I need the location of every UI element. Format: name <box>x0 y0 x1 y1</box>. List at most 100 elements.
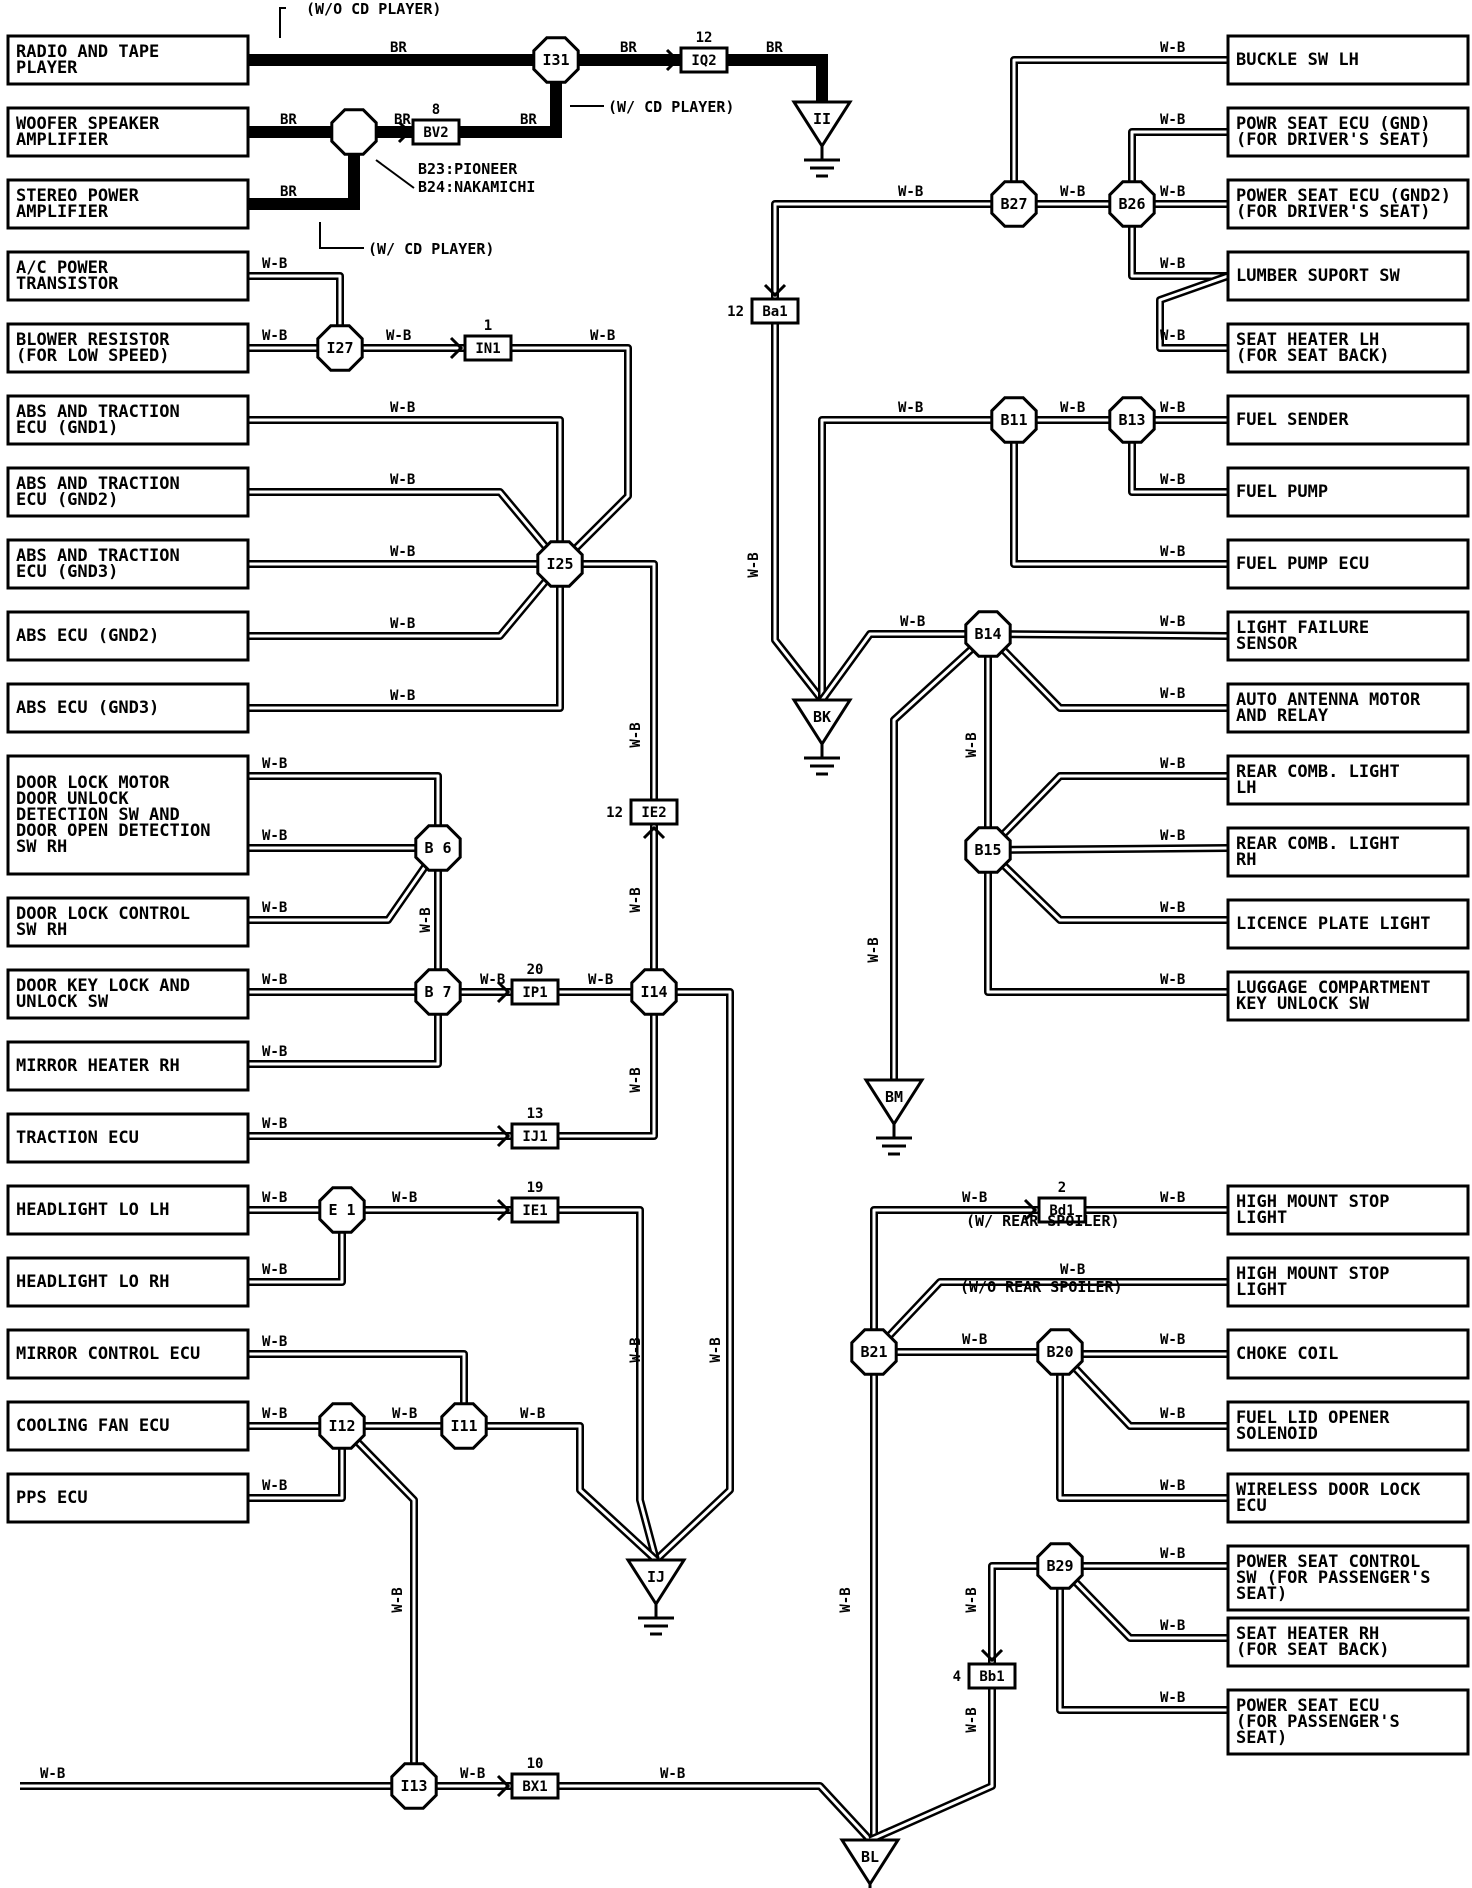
wire-color-label: W-B <box>1060 1262 1085 1278</box>
box-right-antenna-frame <box>1226 682 1470 734</box>
box-right-rearlh-label: LH <box>1236 778 1256 798</box>
box-left-abs_g2: ABS ECU (GND2) <box>6 610 250 662</box>
connector-box <box>967 1662 1017 1690</box>
junction-octagon <box>318 1186 366 1234</box>
junction-i31: I31 <box>532 36 580 84</box>
wire-color-label: W-B <box>1160 544 1185 560</box>
box-right-fuelsend-frame <box>1226 394 1470 446</box>
box-left-stereo-label: STEREO POWER <box>16 186 140 206</box>
wire-lumber-b26-core <box>1130 204 1228 278</box>
connector-box <box>411 118 461 146</box>
junction-octagon <box>990 180 1038 228</box>
wire-color-label: BR <box>766 40 783 56</box>
wire-pseat1-b26-core <box>1130 130 1228 204</box>
box-left-abs3-frame <box>6 538 250 590</box>
box-right-pseat1-label: POWR SEAT ECU (GND) <box>1236 114 1430 134</box>
junction-octagon <box>1108 180 1156 228</box>
note-wo-spoiler: (W/O REAR SPOILER) <box>960 1278 1123 1296</box>
wire-color-label: W-B <box>1160 686 1185 702</box>
connector-pin: 20 <box>527 962 544 978</box>
box-right-seatrh: SEAT HEATER RH(FOR SEAT BACK) <box>1226 1616 1470 1668</box>
box-right-lightfail-frame <box>1226 610 1470 662</box>
ground-triangle <box>791 100 853 149</box>
box-left-abs2-label: ECU (GND2) <box>16 490 118 510</box>
wire-lumber-seatlh-core <box>1158 274 1229 350</box>
wire-color-label-vertical: W-B <box>746 552 762 577</box>
box-right-wireless-label: ECU <box>1236 1496 1267 1516</box>
connector-pin: 19 <box>527 1180 544 1196</box>
junction-b29: B29 <box>1036 1542 1084 1590</box>
wire-color-label: W-B <box>1160 256 1185 272</box>
box-right-fuelecu-frame <box>1226 538 1470 590</box>
wire-ie1-ij-core <box>535 1208 658 1561</box>
ground-triangle <box>863 1078 925 1127</box>
box-right-seatlh: SEAT HEATER LH(FOR SEAT BACK) <box>1226 322 1470 374</box>
wire-wireless-b20-core <box>1058 1352 1228 1500</box>
wire-i25-ie2-core <box>560 562 656 812</box>
note-wo-cd: (W/O CD PLAYER) <box>306 0 441 18</box>
junction-label: B 7 <box>424 983 451 1001</box>
box-right-luggage-label: KEY UNLOCK SW <box>1236 994 1370 1014</box>
wire-color-label-vertical: W-B <box>964 1707 980 1732</box>
wire-rearlh-b15-core <box>986 774 1228 852</box>
wire-rearrh-b15-core <box>987 846 1229 852</box>
junction-i14: I14 <box>630 968 678 1016</box>
box-right-pscontrol-label: SEAT) <box>1236 1584 1287 1604</box>
wire-color-label: W-B <box>390 688 415 704</box>
junction-octagon <box>964 610 1012 658</box>
box-left-radio-label: RADIO AND TAPE <box>16 42 159 62</box>
wire-stereo-splice <box>248 132 360 210</box>
wire-i14-ij1 <box>535 992 658 1140</box>
wire-pps-i12-core <box>248 1426 344 1500</box>
box-right-seatrh-label: (FOR SEAT BACK) <box>1236 1640 1390 1660</box>
junction-i11: I11 <box>440 1402 488 1450</box>
ground-triangle <box>839 1838 901 1887</box>
wire-color-label: W-B <box>1160 828 1185 844</box>
wire-color-label: W-B <box>588 972 613 988</box>
box-left-mirrorctl-frame <box>6 1328 250 1380</box>
box-right-lumber: LUMBER SUPORT SW <box>1226 250 1470 302</box>
ground-triangle <box>791 698 853 747</box>
box-right-hms2-label: LIGHT <box>1236 1280 1287 1300</box>
wire-color-label: W-B <box>898 400 923 416</box>
note-nakamichi: B24:NAKAMICHI <box>418 178 535 196</box>
connector-arrow <box>449 336 464 360</box>
connector-box <box>510 1196 560 1224</box>
connector-arrow <box>496 1124 511 1148</box>
wire-abs2-i25-core <box>248 490 562 565</box>
box-right-fuelpump: FUEL PUMP <box>1226 466 1470 518</box>
box-right-pseat2-frame <box>1226 178 1470 230</box>
wire-color-label: BR <box>280 112 297 128</box>
junction-i25: I25 <box>536 540 584 588</box>
box-left-doorctrl-label: SW RH <box>16 920 67 940</box>
wire-bb1-bl-core <box>869 1676 994 1842</box>
connector-box <box>510 1122 560 1150</box>
wire-doorlock-b6a-core <box>248 774 440 848</box>
box-left-doorctrl-label: DOOR LOCK CONTROL <box>16 904 190 924</box>
junction-b14: B14 <box>964 610 1012 658</box>
box-right-fuelpump-frame <box>1226 466 1470 518</box>
box-left-doorctrl-frame <box>6 896 250 948</box>
box-left-woofer-label: WOOFER SPEAKER <box>16 114 160 134</box>
note-pioneer-leader <box>375 159 415 189</box>
box-left-cooling: COOLING FAN ECU <box>6 1400 250 1452</box>
box-left-traction: TRACTION ECU <box>6 1112 250 1164</box>
box-left-pps-frame <box>6 1472 250 1524</box>
wire-in1-i25-core <box>488 346 630 566</box>
connector-pin: 8 <box>432 102 440 118</box>
connector-label: Bd1 <box>1049 1203 1074 1219</box>
box-right-psecu-frame <box>1226 1688 1470 1756</box>
wire-color-label: W-B <box>1160 1478 1185 1494</box>
box-left-stereo-frame <box>6 178 250 230</box>
wire-psecu-b29-core <box>1058 1566 1228 1712</box>
wire-color-label: W-B <box>1160 756 1185 772</box>
